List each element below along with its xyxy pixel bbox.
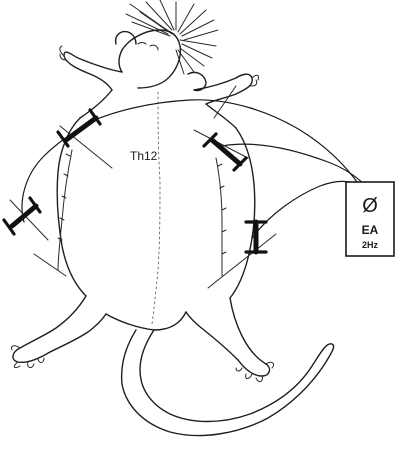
lead-wires [9, 85, 367, 289]
stimulator-box: Ø EA 2Hz [345, 181, 395, 257]
head [114, 29, 207, 92]
electrode-upper-right [202, 132, 248, 172]
electrode-lower-left [2, 196, 42, 236]
vertebra-label: Th12 [130, 149, 158, 163]
electrode-upper-left [56, 108, 102, 148]
meridian-lines [57, 149, 227, 277]
spine [151, 91, 161, 325]
stimulator-mode-label: EA [362, 223, 379, 237]
body-outline [11, 45, 335, 437]
whiskers [125, 0, 219, 75]
stimulator-symbol: Ø [362, 195, 378, 217]
electrode-lower-right [244, 219, 268, 255]
stimulator-frequency-label: 2Hz [362, 240, 379, 250]
